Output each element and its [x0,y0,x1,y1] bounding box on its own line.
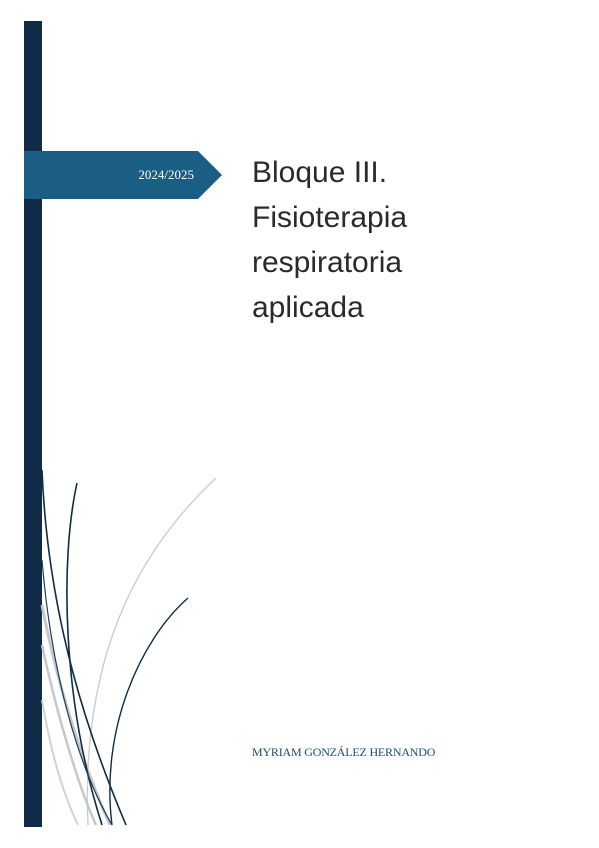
decorative-curve [41,699,79,826]
decorative-curve [86,477,217,826]
decorative-curve [66,482,103,826]
decorative-curve [41,469,127,826]
title-line: Fisioterapia [252,201,408,234]
decorative-curve [41,559,113,826]
sidebar-bar [24,21,42,827]
decorative-curve [109,597,189,826]
academic-year: 2024/2025 [138,167,194,182]
title-line: respiratoria [252,246,403,279]
year-banner: 2024/2025 [24,151,222,199]
document-title: Bloque III. Fisioterapia respiratoria ap… [252,150,572,330]
title-line: aplicada [252,291,364,324]
decorative-curve [40,644,98,826]
author-name: MYRIAM GONZÁLEZ HERNANDO [252,745,436,759]
title-line: Bloque III. [252,156,388,189]
